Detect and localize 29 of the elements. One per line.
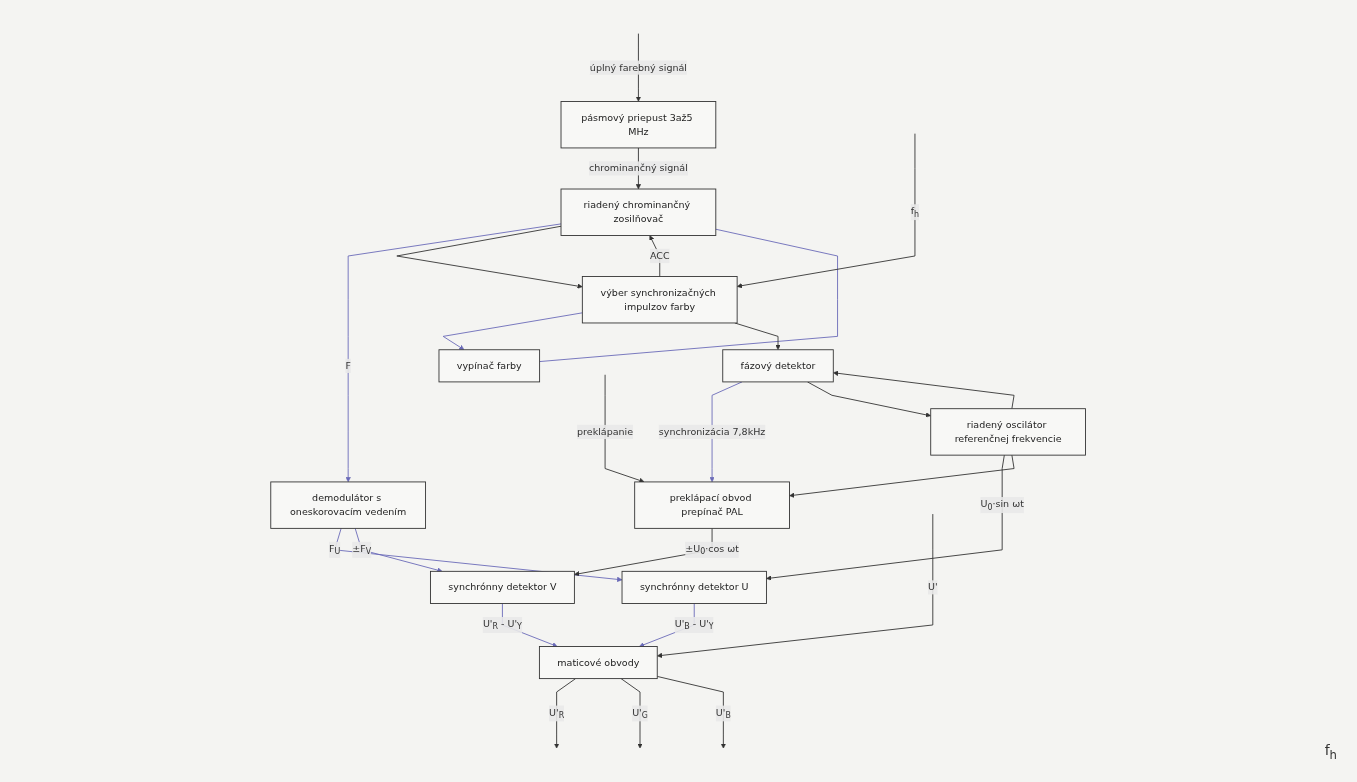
edge-label: F: [345, 359, 352, 372]
block-box: synchrónny detektor U: [621, 570, 768, 604]
edge-label: chrominančný signál: [589, 162, 689, 174]
signal-label: f$_{h}$: [1324, 742, 1337, 762]
edge-label: ACC: [650, 250, 670, 262]
block-box: fázový detektor: [722, 349, 835, 383]
edge-label: U'$_{B}$ - U'$_{Y}$: [675, 618, 715, 632]
block-box: vypínač farby: [438, 349, 541, 383]
block-box: preklápací obvod prepínač PAL: [634, 481, 791, 529]
edge-label: f$_{h}$: [911, 205, 920, 219]
edge-label: U'$_{R}$ - U'$_{Y}$: [483, 618, 523, 632]
edge-label: úplný farebný signál: [590, 61, 688, 73]
block-box: pásmový priepust 3až5 MHz: [560, 101, 717, 149]
edge-label: synchronizácia 7,8kHz: [659, 425, 766, 438]
block-box: maticové obvody: [539, 646, 659, 680]
edge-label: U'$_{G}$: [632, 706, 649, 720]
edge-label: ±U$_{0}$·cos ωt: [685, 542, 740, 557]
edge-label: U': [928, 581, 938, 593]
block-box: riadený chrominančný zosilňovač: [560, 188, 717, 236]
edge-label: F$_{U}$: [329, 542, 341, 557]
edge-label: U$_{0}$·sin ωt: [980, 498, 1025, 512]
edge-label: U'$_{R}$: [549, 706, 565, 720]
block-box: riadený oscilátor referenčnej frekvencie: [930, 408, 1087, 456]
block-box: demodulátor s oneskorovacím vedením: [270, 481, 427, 529]
block-box: synchrónny detektor V: [430, 570, 576, 604]
edge-label: ±F$_{V}$: [352, 542, 372, 557]
block-box: výber synchronizačných impulzov farby: [582, 276, 738, 324]
edge-label: U'$_{B}$: [716, 706, 732, 720]
edge-label: preklápanie: [577, 425, 634, 438]
